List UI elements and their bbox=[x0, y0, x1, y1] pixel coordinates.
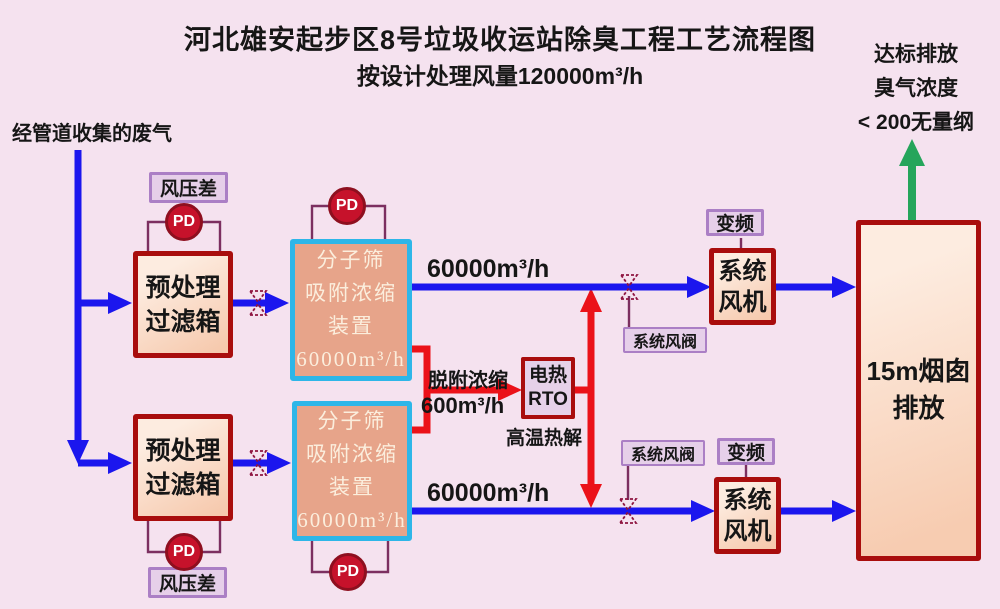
stack-label: 排放 bbox=[892, 393, 945, 423]
prefilter-label: 过滤箱 bbox=[145, 470, 221, 499]
pd-sensor-icon: PD bbox=[328, 187, 366, 225]
inlet-gas-label: 经管道收集的废气 bbox=[12, 123, 172, 145]
fan-label: 系统 bbox=[718, 257, 767, 285]
molecular-sieve-box-bottom: 分子筛 吸附浓缩 装置 60000m³/h bbox=[292, 401, 412, 541]
prefilter-box-bottom: 预处理 过滤箱 bbox=[133, 414, 233, 521]
stack-label: 15m烟囱 bbox=[866, 356, 971, 386]
sieve-label: 装置 bbox=[329, 475, 375, 499]
sieve-capacity: 60000m³/h bbox=[296, 347, 406, 371]
main-gas-flow bbox=[67, 150, 856, 522]
fan-label: 风机 bbox=[723, 517, 772, 545]
page-title: 河北雄安起步区8号垃圾收运站除臭工程工艺流程图 bbox=[183, 25, 816, 55]
desorb-label: 脱附浓缩 bbox=[428, 370, 508, 392]
rto-label: RTO bbox=[528, 389, 568, 410]
stack-box: 15m烟囱 排放 bbox=[856, 220, 981, 561]
sieve-label: 吸附浓缩 bbox=[305, 281, 397, 305]
prefilter-label: 预处理 bbox=[145, 436, 221, 465]
valve-icon bbox=[619, 274, 639, 300]
pressure-diff-tag-top: 风压差 bbox=[149, 172, 228, 203]
sieve-label: 分子筛 bbox=[316, 248, 386, 272]
pressure-diff-tag-bottom: 风压差 bbox=[148, 567, 227, 598]
sieve-label: 装置 bbox=[328, 314, 374, 338]
design-flow-subtitle: 按设计处理风量120000m³/h bbox=[356, 63, 644, 89]
system-valve-tag-bottom: 系统风阀 bbox=[621, 440, 705, 466]
system-valve-tag-top: 系统风阀 bbox=[623, 327, 707, 353]
flow-rate-label-bottom: 60000m³/h bbox=[427, 479, 550, 507]
valve-icon bbox=[248, 290, 268, 316]
valve-icon bbox=[248, 450, 268, 476]
valve-icons bbox=[248, 274, 639, 524]
sieve-label: 吸附浓缩 bbox=[306, 442, 398, 466]
fan-label: 系统 bbox=[723, 486, 772, 514]
fan-label: 风机 bbox=[718, 288, 767, 316]
flow-rate-label-top: 60000m³/h bbox=[427, 255, 550, 283]
rto-label: 电热 bbox=[528, 365, 567, 386]
rto-red-flow bbox=[412, 288, 602, 508]
prefilter-label: 过滤箱 bbox=[145, 307, 221, 336]
vfd-tag-bottom: 变频 bbox=[717, 438, 775, 465]
pyrolysis-label: 高温热解 bbox=[506, 428, 583, 449]
system-fan-box-bottom: 系统 风机 bbox=[714, 477, 781, 554]
electric-rto-box: 电热 RTO bbox=[521, 357, 575, 419]
system-fan-box-top: 系统 风机 bbox=[709, 248, 776, 325]
emission-standard-note: 达标排放 臭气浓度 < 200无量纲 bbox=[836, 38, 996, 140]
vfd-tag-top: 变频 bbox=[706, 209, 764, 236]
pd-sensor-icon: PD bbox=[165, 533, 203, 571]
sieve-label: 分子筛 bbox=[317, 409, 387, 433]
emission-note-line: < 200无量纲 bbox=[857, 111, 975, 134]
valve-icon bbox=[618, 498, 638, 524]
emission-note-line: 臭气浓度 bbox=[874, 77, 958, 100]
emission-note-line: 达标排放 bbox=[874, 43, 958, 66]
sieve-capacity: 60000m³/h bbox=[297, 508, 407, 532]
pd-sensor-icon: PD bbox=[329, 553, 367, 591]
molecular-sieve-box-top: 分子筛 吸附浓缩 装置 60000m³/h bbox=[290, 239, 412, 381]
desorb-flow-rate-label: 600m³/h bbox=[421, 393, 505, 418]
pd-sensor-icon: PD bbox=[165, 203, 203, 241]
prefilter-box-top: 预处理 过滤箱 bbox=[133, 251, 233, 358]
prefilter-label: 预处理 bbox=[145, 273, 221, 302]
